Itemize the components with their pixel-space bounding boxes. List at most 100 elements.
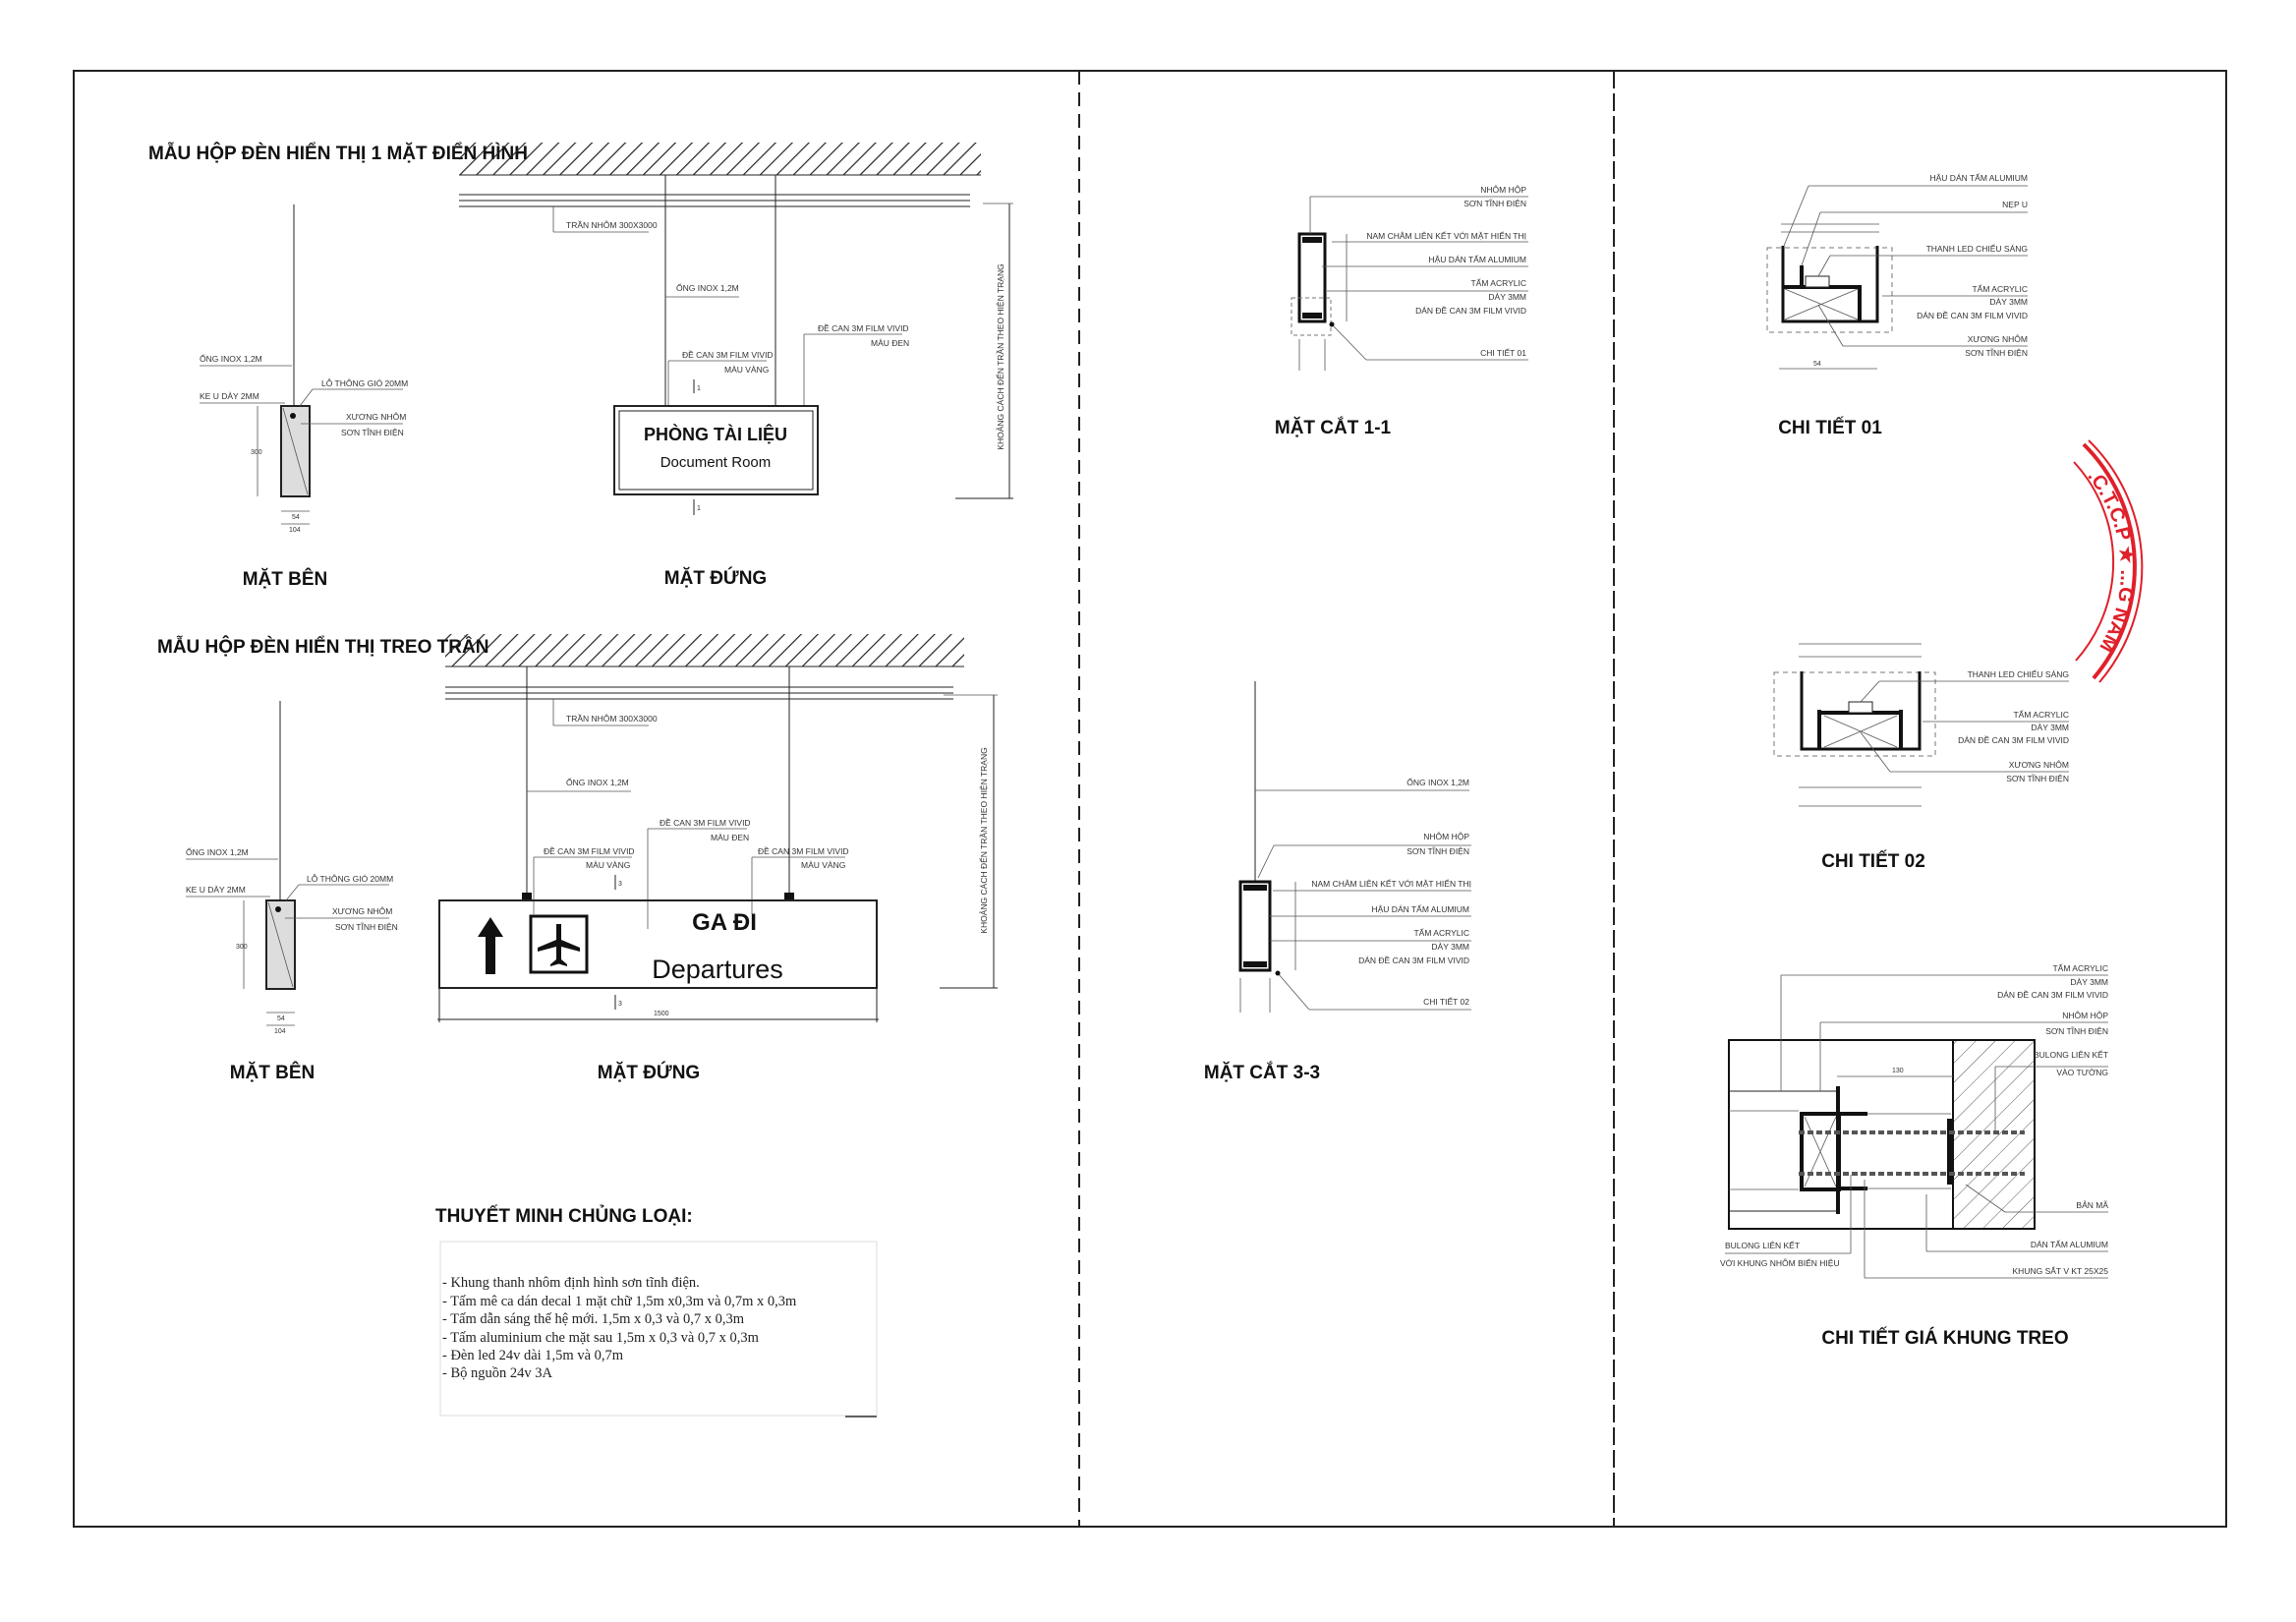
note: DÀY 3MM: [1431, 942, 1469, 952]
dim: 54: [1813, 361, 1821, 368]
panel-a-ceiling: [459, 143, 981, 207]
section-3-3: ỐNG INOX 1,2M NHÔM HỘP SƠN TĨNH ĐIỆN NAM…: [1204, 681, 1471, 1083]
front-view-label: MẶT ĐỨNG: [664, 567, 767, 589]
spec-item: - Khung thanh nhôm định hình sơn tĩnh đi…: [442, 1275, 700, 1291]
note: XƯƠNG NHÔM: [1968, 334, 2028, 344]
spec-item: - Tấm dẫn sáng thế hệ mới. 1,5m x 0,3 và…: [442, 1311, 745, 1327]
note: VỚI KHUNG NHÔM BIỂN HIỆU: [1720, 1257, 1840, 1268]
note-vent: LỖ THÔNG GIÓ 20MM: [307, 873, 393, 884]
note: DÀY 3MM: [2031, 723, 2069, 732]
note-decal-black-color: MÀU ĐEN: [871, 338, 909, 348]
dim-inner: 54: [277, 1015, 285, 1022]
note: DÁN TẤM ALUMIUM: [2031, 1240, 2108, 1249]
sign-title: PHÒNG TÀI LIỆU: [644, 424, 787, 444]
note: BULONG LIÊN KẾT: [1725, 1241, 1800, 1250]
section-mark-bottom: 3: [618, 1001, 622, 1008]
note-bracket: KE U DÀY 2MM: [186, 885, 246, 895]
note: BULONG LIÊN KẾT: [2034, 1050, 2108, 1060]
note-pipe: ỐNG INOX 1,2M: [566, 777, 629, 787]
note-decal-black-color: MÀU ĐEN: [711, 833, 749, 842]
note: HẬU DÁN TẤM ALUMIUM: [1930, 173, 2029, 183]
dim-width: 104: [289, 527, 301, 534]
note-frame-finish: SƠN TĨNH ĐIỆN: [335, 922, 398, 932]
detail-02: THANH LED CHIẾU SÁNG TẤM ACRYLIC DÀY 3MM…: [1773, 643, 2069, 872]
note: NHÔM HỘP: [1480, 185, 1526, 195]
note: DÁN ĐỀ CAN 3M FILM VIVID: [1958, 735, 2069, 745]
note: DÁN ĐỀ CAN 3M FILM VIVID: [1917, 311, 2028, 320]
note: TẤM ACRYLIC: [1470, 278, 1526, 288]
spec-item: - Tấm aluminium che mặt sau 1,5m x 0,3 v…: [442, 1330, 760, 1346]
dim-width: 1500: [654, 1011, 669, 1017]
note: DÁN ĐỀ CAN 3M FILM VIVID: [1358, 956, 1469, 965]
detail-02-label: CHI TIẾT 02: [1821, 850, 1925, 872]
section-mark-bottom: 1: [697, 505, 701, 512]
note: XƯƠNG NHÔM: [2009, 760, 2069, 770]
note-decal-yellow-right-color: MÀU VÀNG: [801, 860, 845, 870]
note: DÀY 3MM: [1989, 297, 2028, 307]
dim: 130: [1892, 1068, 1904, 1074]
note: ỐNG INOX 1,2M: [1406, 777, 1469, 787]
section-3-3-label: MẶT CẮT 3-3: [1204, 1062, 1320, 1083]
note-pipe: ỐNG INOX 1,2M: [200, 353, 262, 364]
note: THANH LED CHIẾU SÁNG: [1926, 244, 2028, 254]
dim-inner: 54: [292, 514, 300, 521]
dim-height: 300: [236, 944, 248, 951]
note-decal-yellow-color: MÀU VÀNG: [586, 860, 630, 870]
dim-width: 104: [274, 1028, 286, 1035]
note-decal-yellow: ĐỀ CAN 3M FILM VIVID: [544, 846, 635, 856]
note: DÀY 3MM: [2070, 977, 2108, 987]
note-frame-finish: SƠN TĨNH ĐIỆN: [341, 428, 404, 437]
note-decal-black: ĐỀ CAN 3M FILM VIVID: [660, 818, 751, 828]
note-vent: LỖ THÔNG GIÓ 20MM: [321, 377, 408, 388]
note: NAM CHÂM LIÊN KẾT VỚI MẶT HIỂN THỊ: [1311, 878, 1471, 889]
note-decal-yellow: ĐỀ CAN 3M FILM VIVID: [682, 350, 774, 360]
dim-height: 300: [251, 449, 262, 456]
panel-b-ceiling: [445, 634, 964, 700]
note: THANH LED CHIẾU SÁNG: [1968, 669, 2069, 679]
section-1-1: NHÔM HỘP SƠN TĨNH ĐIỆN NAM CHÂM LIÊN KẾT…: [1275, 185, 1528, 438]
note: TẤM ACRYLIC: [1413, 928, 1469, 938]
note: VÀO TƯỜNG: [2056, 1068, 2108, 1077]
note-clearance: KHOẢNG CÁCH ĐẾN TRẦN THEO HIỆN TRẠNG: [995, 263, 1005, 449]
spec-item: - Bộ nguồn 24v 3A: [442, 1365, 553, 1381]
note-frame: XƯƠNG NHÔM: [332, 906, 392, 916]
sign-subtitle: Document Room: [660, 454, 772, 471]
note: BẢN MÃ: [2076, 1199, 2108, 1210]
note: SƠN TĨNH ĐIỆN: [1965, 348, 2028, 358]
note-decal-black: ĐỀ CAN 3M FILM VIVID: [818, 323, 909, 333]
panel-a-front-view: TRẦN NHÔM 300X3000 ỐNG INOX 1,2M ĐỀ CAN …: [552, 175, 1013, 589]
note-pipe: ỐNG INOX 1,2M: [186, 846, 249, 857]
section-1-1-label: MẶT CẮT 1-1: [1275, 417, 1392, 438]
note: CHI TIẾT 02: [1423, 997, 1469, 1007]
front-view-label: MẶT ĐỨNG: [598, 1062, 700, 1083]
sheet-border: [73, 70, 2227, 1528]
detail-01: 54 HẬU DÁN TẤM ALUMIUM NẸP U THANH LED C…: [1766, 173, 2029, 438]
note: NẸP U: [2002, 200, 2028, 209]
panel-b-front-view: TRẦN NHÔM 300X3000 ỐNG INOX 1,2M ĐỀ CAN …: [437, 666, 998, 1083]
note-ceiling: TRẦN NHÔM 300X3000: [566, 714, 658, 724]
detail-hanging-frame: 130 TẤM ACRYLIC DÀY 3MM DÁN ĐỀ CAN 3M FI…: [1720, 963, 2108, 1349]
arrow-up-icon: [478, 917, 503, 974]
spec-item: - Đèn led 24v dài 1,5m và 0,7m: [442, 1348, 624, 1363]
note: SƠN TĨNH ĐIỆN: [2006, 774, 2069, 783]
note: CHI TIẾT 01: [1480, 348, 1526, 358]
note: SƠN TĨNH ĐIỆN: [1406, 846, 1469, 856]
note: DÀY 3MM: [1488, 292, 1526, 302]
note: SƠN TĨNH ĐIỆN: [2045, 1026, 2108, 1036]
sign-subtitle: Departures: [652, 955, 783, 984]
note-frame: XƯƠNG NHÔM: [346, 412, 406, 422]
sign-title: GA ĐI: [692, 909, 757, 936]
detail-01-label: CHI TIẾT 01: [1778, 417, 1882, 438]
note: SƠN TĨNH ĐIỆN: [1464, 199, 1526, 208]
note-clearance: KHOẢNG CÁCH ĐẾN TRẦN THEO HIỆN TRẠNG: [978, 747, 989, 933]
panel-b-title: MẪU HỘP ĐÈN HIỂN THỊ TREO TRẦN: [157, 636, 488, 658]
panel-a-side-view: 300 54 104 ỐNG INOX 1,2M LỖ THÔNG GIÓ 20…: [200, 204, 408, 590]
note: NAM CHÂM LIÊN KẾT VỚI MẶT HIỂN THỊ: [1366, 230, 1526, 241]
note-decal-yellow-color: MÀU VÀNG: [724, 365, 769, 375]
note: NHÔM HỘP: [2062, 1011, 2108, 1020]
panel-b-side-view: 300 54 104 ỐNG INOX 1,2M LỖ THÔNG GIÓ 20…: [186, 701, 398, 1083]
note: KHUNG SẮT V KT 25X25: [2013, 1266, 2109, 1276]
note-ceiling: TRẦN NHÔM 300X3000: [566, 220, 658, 230]
